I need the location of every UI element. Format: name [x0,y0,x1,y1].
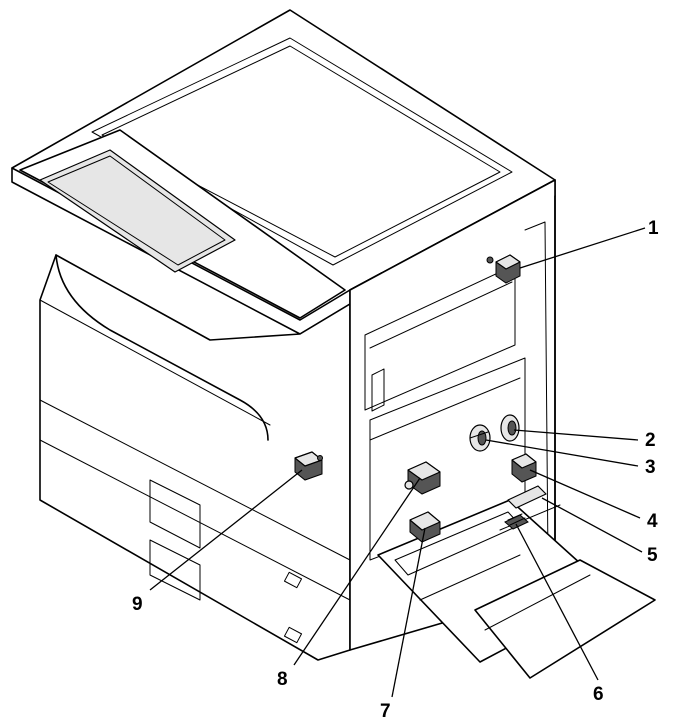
part-2-roller [500,414,520,442]
callout-5: 5 [647,545,658,566]
callout-2: 2 [645,430,656,451]
leader-1 [519,227,646,269]
part-7-sensor [409,511,441,543]
leader-5 [541,497,643,553]
side-cover-upper [364,264,516,411]
leader-2 [513,429,639,441]
callout-7: 7 [380,701,391,722]
callout-8: 8 [277,669,288,690]
leader-7 [391,527,426,698]
part-1-sensor [486,254,521,284]
panel-display [39,149,236,273]
leader-lines [149,227,646,698]
callout-9: 9 [132,594,143,615]
leader-4 [529,469,641,519]
front-cover-curve [55,254,269,441]
copier-illustration [11,9,656,679]
leader-9 [149,469,303,591]
part-8-sensor [404,461,441,495]
part-9-sensor [294,451,323,481]
part-4-sensor [511,453,537,483]
callout-6: 6 [593,684,604,705]
paper-tray-2 [149,539,201,601]
leader-6 [515,523,599,681]
callout-3: 3 [645,457,656,478]
bypass-tray-extension [474,559,656,679]
handle-slot [371,368,385,412]
leader-3 [485,439,639,467]
part-6-pickup-roller [504,513,529,530]
callout-1: 1 [648,218,659,239]
highlighted-parts [294,254,547,543]
part-5-guide [507,485,547,509]
callout-labels: 1 2 3 4 5 6 7 8 9 [132,218,659,722]
callout-4: 4 [647,511,658,532]
part-3-roller [469,424,491,452]
leader-8 [293,477,421,666]
paper-tray-1 [149,479,201,549]
document-glass [91,37,513,266]
